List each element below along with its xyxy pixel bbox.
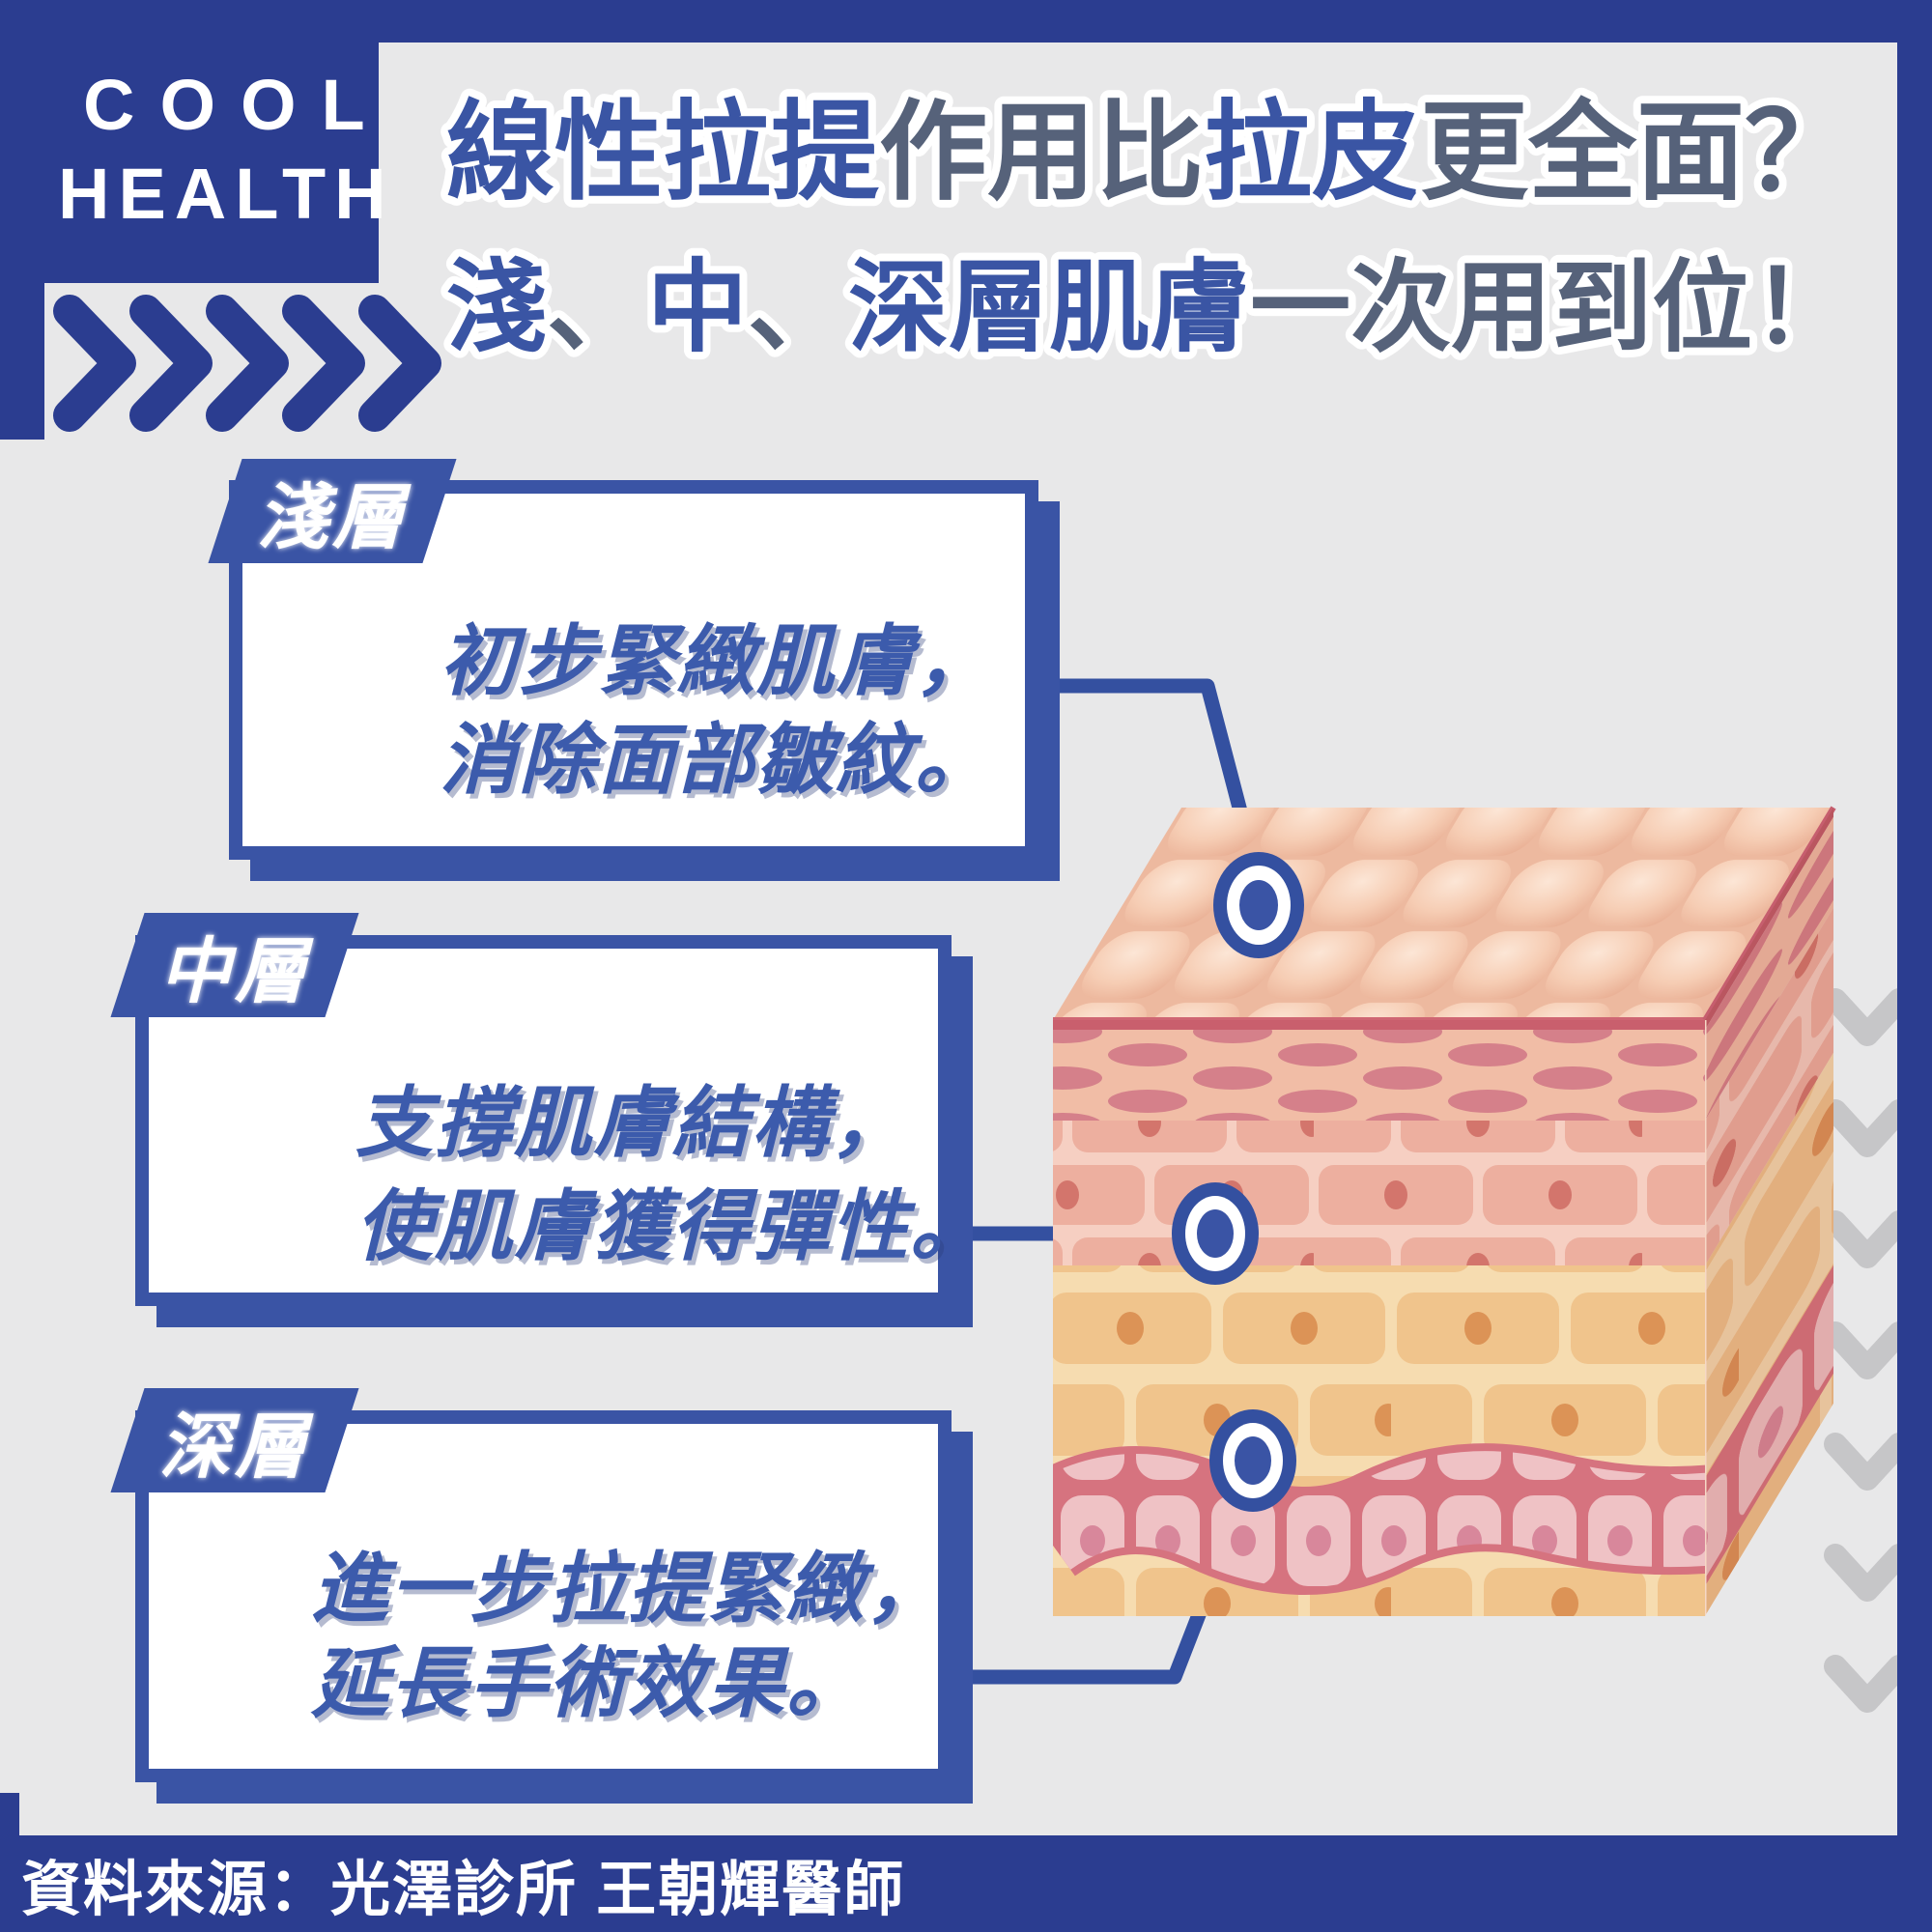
tab-deep-label: 深層 [159,1406,310,1487]
brand-logo: COOL HEALTH [0,0,386,283]
card-middle-text-line2: 使肌膚獲得彈性。 [355,1183,989,1269]
brand-logo-tail-decor [0,283,44,440]
tab-middle-layer: 中層 [110,913,359,1017]
brand-logo-line2: HEALTH [58,154,395,234]
headline-line1: 線性拉提作用比拉皮更全面？ [446,92,1853,213]
card-deep-text-line1: 進一步拉提緊緻， [311,1546,945,1632]
shallow-layer-marker [1213,852,1304,958]
headline: 線性拉提作用比拉皮更全面？ 淺、中、深層肌膚一次用到位！ [439,84,1861,372]
tab-shallow-layer: 淺層 [208,459,457,563]
tab-shallow-label: 淺層 [257,476,408,557]
middle-layer-marker [1172,1182,1259,1285]
headline-line2: 淺、中、深層肌膚一次用到位！ [446,252,1853,364]
deep-layer-marker [1209,1409,1296,1512]
footer-step-decor [0,1793,19,1837]
card-deep-text-line2: 延長手術效果。 [311,1640,866,1726]
tab-deep-layer: 深層 [110,1388,359,1492]
side-chevrons-decor [1824,988,1911,1713]
skin-cube-top-face [1053,806,1836,1023]
skin-cube-front-face [1053,1020,1705,1616]
source-credit: 資料來源：光澤診所 王朝輝醫師 [21,1857,906,1923]
card-shallow-text-line2: 消除面部皺紋。 [440,717,994,803]
footer-bar: 資料來源：光澤診所 王朝輝醫師 [0,1835,1932,1932]
skin-cube-side-face [1705,808,1833,1616]
right-border-bar [1897,0,1932,1932]
brand-logo-line1: COOL [83,65,390,145]
card-shallow-text-line1: 初步緊緻肌膚， [440,618,994,704]
tab-middle-label: 中層 [159,930,310,1011]
card-middle-text-line1: 支撐肌膚結構， [355,1080,910,1166]
header-chevrons-decor [53,295,441,432]
